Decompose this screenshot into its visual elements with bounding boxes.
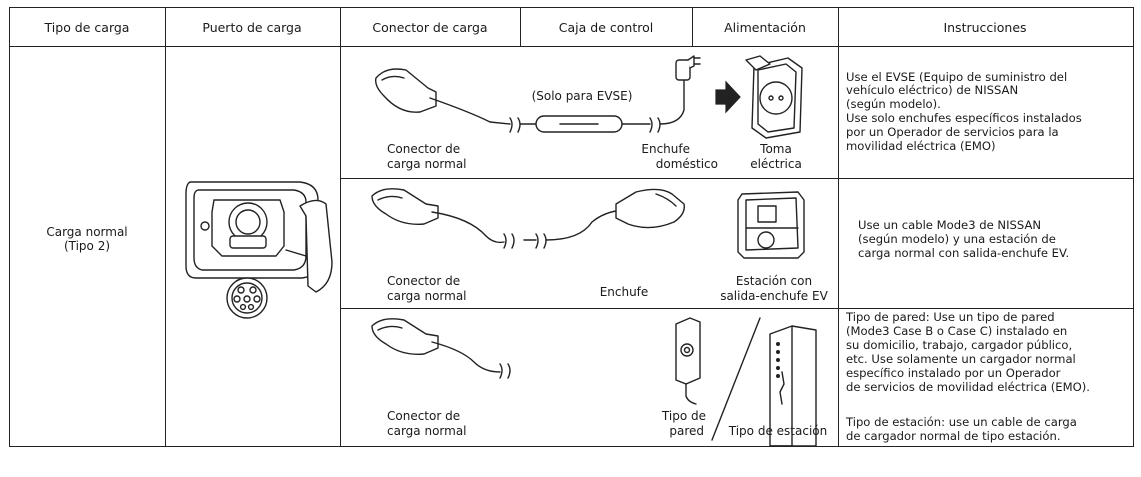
header-charge-port: Puerto de carga [202,20,301,35]
row3-instruction-line: etc. Use solamente un cargador normal [846,352,1076,366]
row1-connector-label-1: Conector de [387,142,460,156]
row3-instruction-line: Tipo de estación: use un cable de carga [845,415,1077,429]
row1-connector-label-2: carga normal [387,157,467,171]
row3-instruction-line: de cargador normal de tipo estación. [846,429,1061,443]
table-grid [9,7,1134,447]
header-power-supply: Alimentación [724,20,806,35]
row3-wall-label-2: pared [669,424,704,438]
row2-instruction-line: (según modelo) y una estación de [858,232,1056,246]
table-header-row: Tipo de carga Puerto de carga Conector d… [44,20,1027,35]
row1-instruction-line: por un Operador de servicios para la [846,125,1059,139]
row3-instruction-line: específico instalado por un Operador [846,366,1061,380]
row1-outlet-label-1: Toma [759,142,792,156]
charging-station-icon [769,325,817,447]
row2-instructions: Use un cable Mode3 de NISSAN (según mode… [858,218,1069,260]
row2-connector-label-1: Conector de [387,274,460,288]
row1-instruction-line: Use solo enchufes específicos instalados [846,111,1082,125]
charge-type-label: Carga normal [46,225,127,239]
row1-outlet-label-2: eléctrica [750,157,802,171]
row1-instruction-line: movilidad eléctrica (EMO) [846,139,995,153]
row2-plug-label: Enchufe [600,285,649,299]
row1-instructions: Use el EVSE (Equipo de suministro del ve… [846,70,1082,153]
row1-connector-cable-illustration [374,55,701,133]
row3-instruction-line: (Mode3 Case B o Case C) instalado en [846,324,1067,338]
row1-instruction-line: vehículo eléctrico) de NISSAN [846,83,1018,97]
row3-instruction-line: Tipo de pared: Use un tipo de pared [845,310,1055,324]
row3-connector-label-2: carga normal [387,424,467,438]
row2-ev-station-illustration [737,191,805,259]
header-instructions: Instrucciones [943,20,1026,35]
row3-connector-cable-illustration [371,318,511,379]
row3-instruction-line: su domicilio, trabajo, cargador público, [846,338,1072,352]
wall-charger-icon [675,317,701,405]
row1-instruction-line: Use el EVSE (Equipo de suministro del [846,70,1067,84]
row3-wall-label-1: Tipo de [661,409,706,423]
divider-slash [711,317,761,441]
row3-connector-label-1: Conector de [387,409,460,423]
row3-station-label: Tipo de estación [728,424,827,438]
row1-control-box-note: (Solo para EVSE) [532,89,633,103]
row2-station-label-1: Estación con [736,274,812,288]
row2-instruction-line: Use un cable Mode3 de NISSAN [858,218,1041,232]
row2-instruction-line: carga normal con salida-enchufe EV. [858,246,1069,260]
row3-instructions: Tipo de pared: Use un tipo de pared (Mod… [845,310,1090,443]
charge-type-sublabel: (Tipo 2) [64,239,110,253]
arrow-icon [715,80,741,114]
charge-port-illustration [185,181,333,319]
row1-plug-label-2: doméstico [656,157,718,171]
row1-instruction-line: (según modelo). [846,97,941,111]
header-charge-type: Tipo de carga [44,20,130,35]
row2-station-label-2: salida-enchufe EV [720,289,828,303]
header-charge-connector: Conector de carga [372,20,487,35]
row2-connector-label-2: carga normal [387,289,467,303]
row1-plug-label-1: Enchufe [641,142,690,156]
row3-instruction-line: de servicios de movilidad eléctrica (EMO… [846,380,1090,394]
row1-outlet-illustration [745,55,803,139]
row2-mode3-cable-illustration [371,188,685,249]
header-control-box: Caja de control [559,20,653,35]
